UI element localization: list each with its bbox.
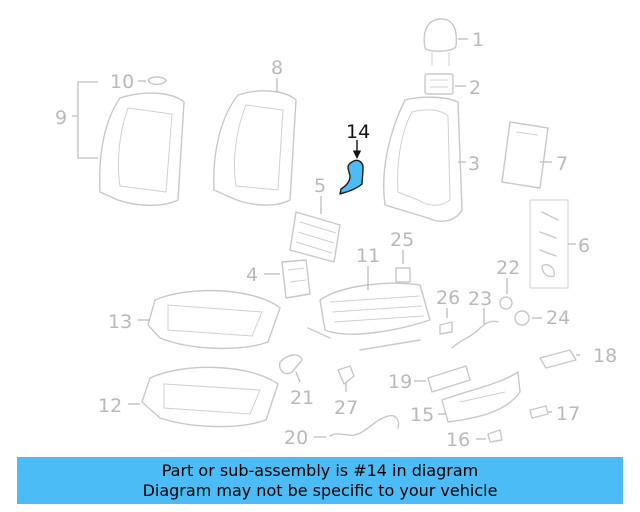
callout-20: 20: [284, 427, 308, 449]
part-2-headrest-guide: [424, 73, 466, 95]
part-6-clip-set: [529, 199, 576, 289]
part-info-banner: Part or sub-assembly is #14 in diagram D…: [17, 457, 623, 504]
callout-13: 13: [108, 311, 132, 333]
part-23-cable: [451, 308, 499, 349]
callout-8: 8: [271, 57, 283, 79]
part-20-wire-harness: [314, 414, 400, 438]
callout-18: 18: [593, 345, 617, 367]
seat-parts-diagram: 1 2 3 7 8 9 10 14: [55, 18, 617, 451]
part-18-switch: [539, 349, 580, 369]
callout-11: 11: [356, 245, 380, 267]
callout-27: 27: [334, 397, 358, 419]
part-22-knob: [499, 278, 513, 310]
callout-25: 25: [390, 229, 414, 251]
callout-21: 21: [290, 387, 314, 409]
callout-3: 3: [468, 153, 480, 175]
part-17-cover: [529, 405, 552, 419]
part-25-small-block: [395, 250, 411, 283]
callout-17: 17: [556, 403, 580, 425]
callout-12: 12: [98, 395, 122, 417]
part-4-bracket: [264, 259, 311, 299]
part-5-spring-mat: [289, 196, 341, 263]
callout-24: 24: [546, 307, 570, 329]
callout-1: 1: [472, 29, 484, 51]
callout-14: 14: [346, 121, 370, 143]
part-13-seat-cushion-cover: [138, 289, 281, 350]
part-27-hook: [337, 365, 355, 392]
part-24-knob: [514, 310, 542, 326]
callout-16: 16: [446, 429, 470, 451]
part-11-seat-frame: [307, 266, 431, 351]
part-14-highlighted: [339, 140, 364, 195]
part-7-back-panel: [501, 121, 552, 189]
part-8-seat-back-cover: [213, 78, 297, 206]
callout-15: 15: [410, 404, 434, 426]
callout-9: 9: [55, 107, 67, 129]
callout-7: 7: [556, 153, 568, 175]
part-9-seat-back-cushion: [72, 76, 185, 206]
callout-10: 10: [110, 71, 134, 93]
callout-26: 26: [436, 287, 460, 309]
callout-23: 23: [468, 288, 492, 310]
part-16-cap: [476, 429, 503, 443]
callout-19: 19: [388, 371, 412, 393]
part-26-clip: [439, 308, 453, 335]
callout-4: 4: [246, 264, 258, 286]
part-19-inner-trim: [414, 365, 471, 393]
part-3-seat-back-frame: [383, 96, 466, 222]
callout-22: 22: [496, 257, 520, 279]
callout-5: 5: [314, 175, 326, 197]
part-15-outer-trim: [438, 371, 521, 423]
callout-2: 2: [469, 77, 481, 99]
banner-line-disclaimer: Diagram may not be specific to your vehi…: [142, 481, 498, 500]
part-12-seat-cushion: [128, 366, 279, 428]
part-1-headrest: [423, 18, 468, 66]
banner-line-part: Part or sub-assembly is #14 in diagram: [161, 461, 479, 480]
part-21-lever: [278, 354, 303, 383]
callout-6: 6: [578, 235, 590, 257]
